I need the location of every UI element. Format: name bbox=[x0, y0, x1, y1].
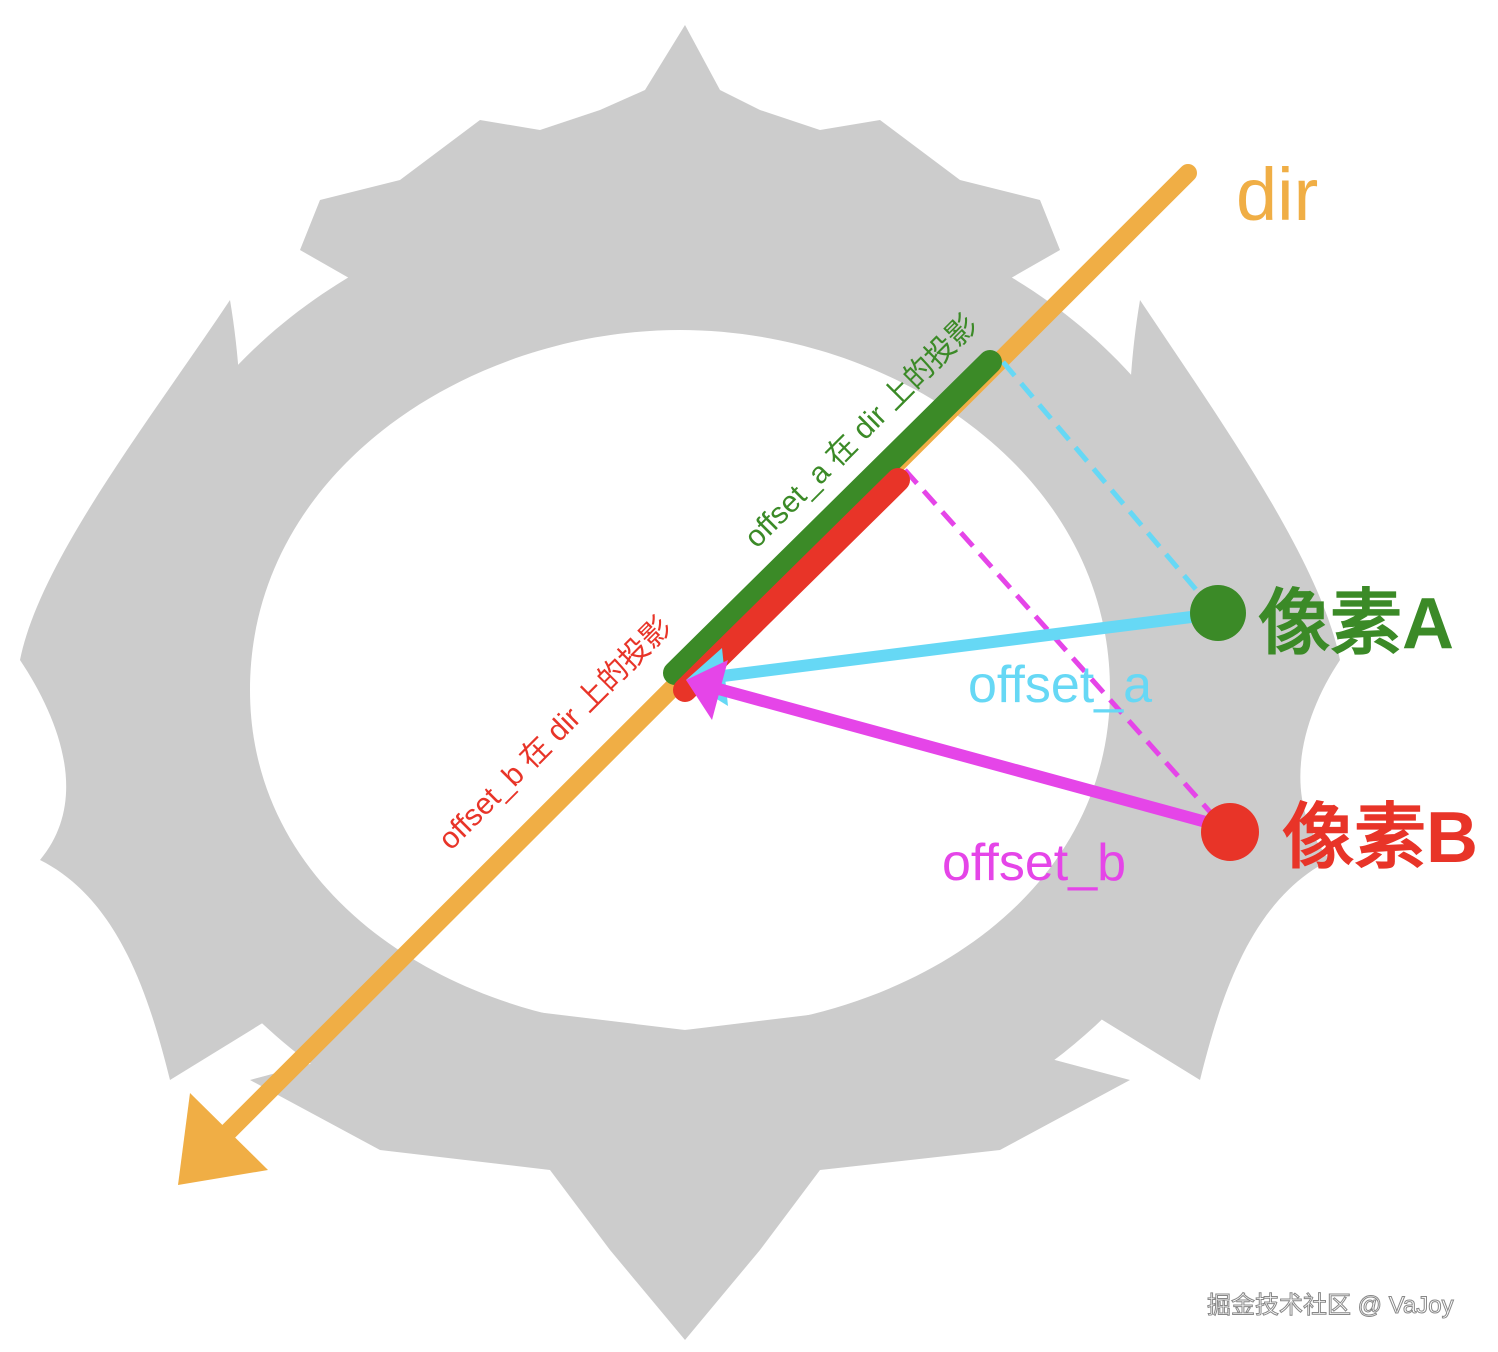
projection-a-segment bbox=[663, 350, 1002, 685]
offset-a-label: offset_a bbox=[968, 656, 1152, 714]
dir-arrowhead bbox=[178, 1093, 268, 1185]
watermark: 掘金技术社区 @ VaJoy bbox=[1207, 1292, 1454, 1319]
pixel-b-point bbox=[1201, 803, 1259, 861]
dashed-projection-b bbox=[903, 468, 1230, 834]
offset-b-vector bbox=[686, 660, 1234, 834]
projection-b-label: offset_b 在 dir 上的投影 bbox=[432, 610, 678, 856]
pixel-b-label: 像素B bbox=[1282, 798, 1478, 878]
dir-label: dir bbox=[1236, 153, 1318, 236]
offset-b-label: offset_b bbox=[942, 834, 1126, 892]
pixel-a-point bbox=[1190, 585, 1246, 641]
pixel-a-label: 像素A bbox=[1258, 584, 1454, 664]
background-ornament bbox=[20, 25, 1340, 1340]
